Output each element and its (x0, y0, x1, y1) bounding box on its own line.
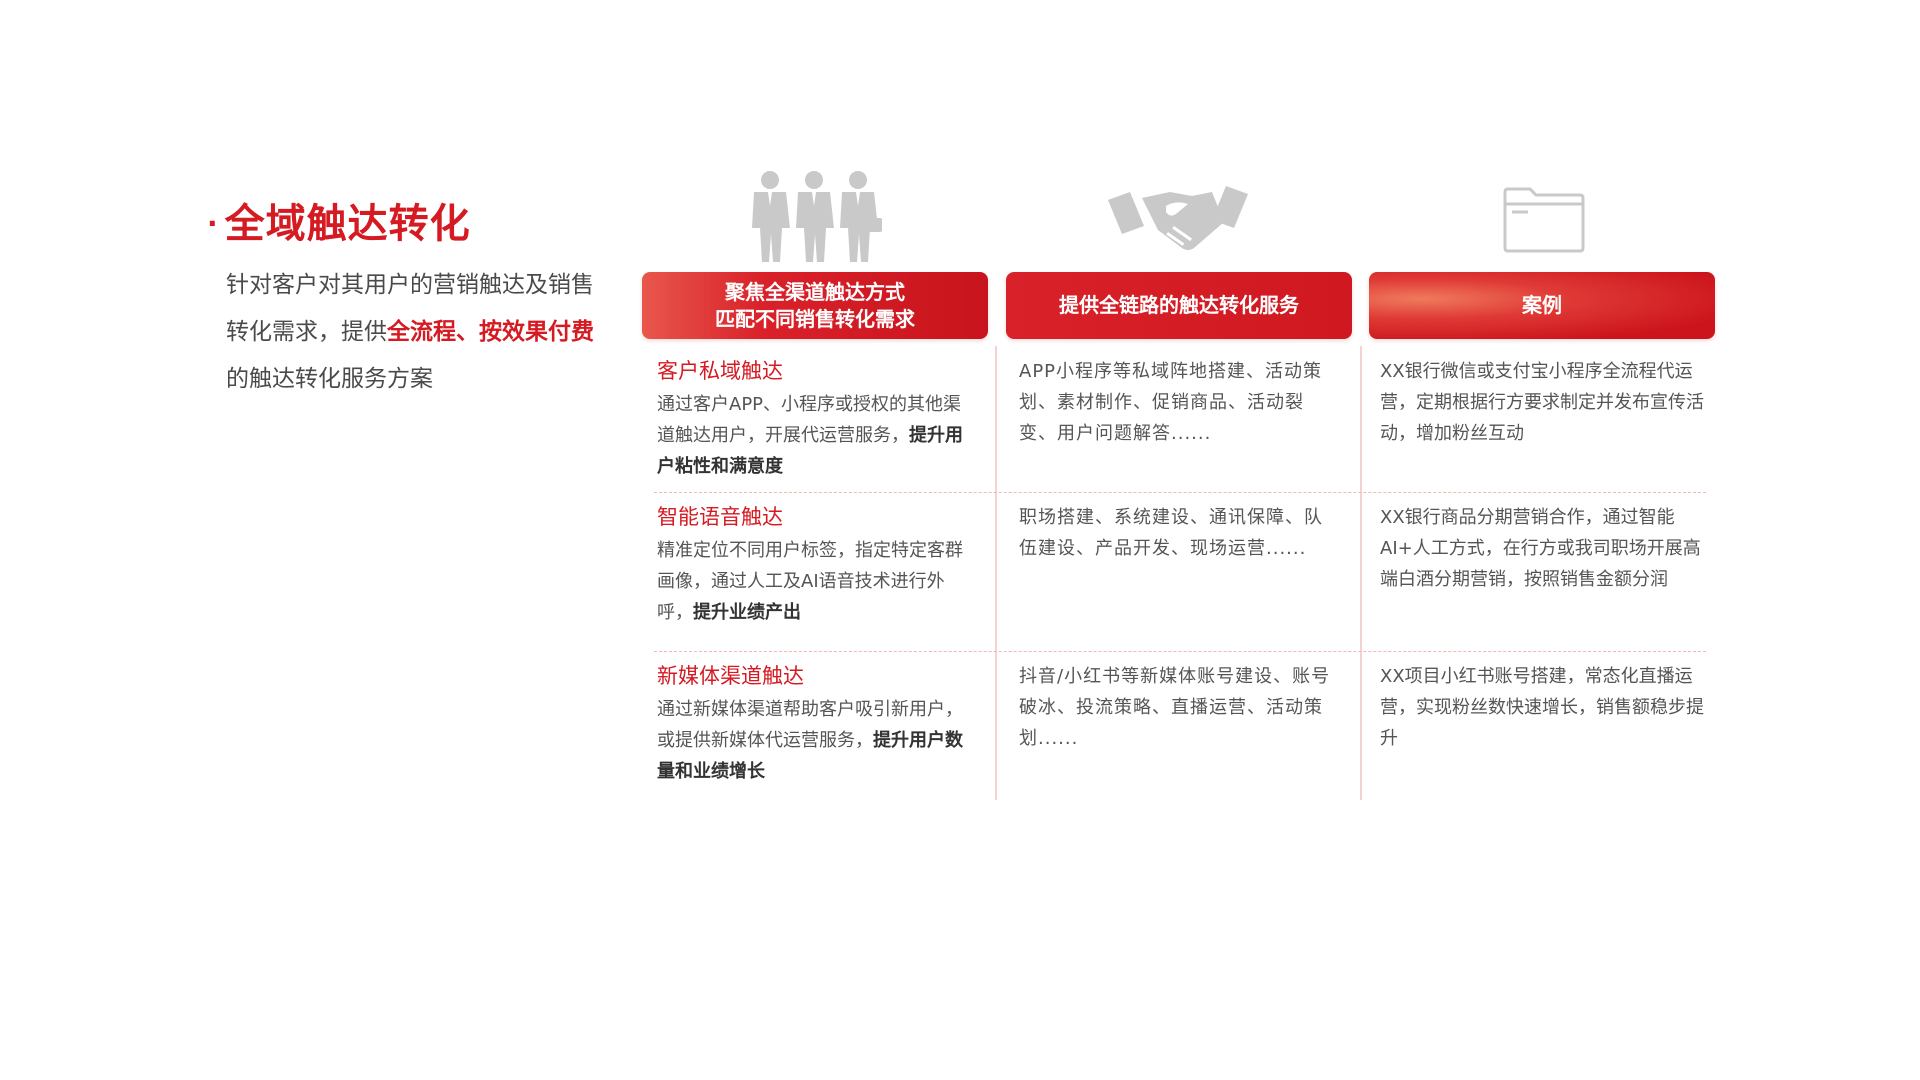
channel-desc-bold: 提升用户粘性和满意度 (657, 425, 963, 477)
channel-title: 客户私域触达 (657, 359, 783, 383)
channel-cell-voice: 智能语音触达 精准定位不同用户标签，指定特定客群画像，通过人工及AI语音技术进行… (657, 502, 975, 628)
column-divider (995, 346, 997, 800)
section-title: ·全域触达转化 (207, 198, 471, 254)
handshake-icon (1108, 186, 1248, 250)
row-divider (654, 651, 1706, 652)
channel-desc-bold: 提升业绩产出 (693, 602, 801, 623)
channel-desc: 通过客户APP、小程序或授权的其他渠道触达用户，开展代运营服务， (657, 394, 962, 446)
channel-cell-private: 客户私域触达 通过客户APP、小程序或授权的其他渠道触达用户，开展代运营服务，提… (657, 356, 975, 482)
title-bullet: · (207, 207, 219, 240)
channel-cell-new-media: 新媒体渠道触达 通过新媒体渠道帮助客户吸引新用户，或提供新媒体代运营服务，提升用… (657, 661, 975, 787)
channel-desc: 通过新媒体渠道帮助客户吸引新用户，或提供新媒体代运营服务， (657, 699, 963, 751)
service-cell: 职场搭建、系统建设、通讯保障、队伍建设、产品开发、现场运营...... (1019, 507, 1323, 559)
description-text-2: 的触达转化服务方案 (226, 366, 433, 392)
header-channels-line1: 聚焦全渠道触达方式 (725, 279, 905, 304)
service-cell: APP小程序等私域阵地搭建、活动策划、素材制作、促销商品、活动裂变、用户问题解答… (1019, 361, 1323, 444)
service-cell: 抖音/小红书等新媒体账号建设、账号破冰、投流策略、直播运营、活动策划...... (1019, 666, 1331, 749)
section-title-text: 全域触达转化 (224, 201, 471, 247)
case-cell: XX银行商品分期营销合作，通过智能AI+人工方式，在行方或我司职场开展高端白酒分… (1380, 507, 1701, 590)
case-cell: XX银行微信或支付宝小程序全流程代运营，定期根据行方要求制定并发布宣传活动，增加… (1380, 361, 1704, 444)
case-cell: XX项目小红书账号搭建，常态化直播运营，实现粉丝数快速增长，销售额稳步提升 (1380, 666, 1704, 749)
header-channels-line2: 匹配不同销售转化需求 (715, 306, 915, 331)
channel-title: 新媒体渠道触达 (657, 664, 804, 688)
description-highlight: 全流程、按效果付费 (387, 319, 594, 345)
header-cases: 案例 (1369, 272, 1715, 339)
column-divider (1360, 346, 1362, 800)
folder-icon (1503, 187, 1585, 253)
header-channels: 聚焦全渠道触达方式 匹配不同销售转化需求 (642, 272, 988, 339)
row-divider (654, 492, 1706, 493)
description-text-1: 针对客户对其用户的营销触达及销售转化需求，提供 (226, 272, 594, 345)
header-services: 提供全链路的触达转化服务 (1006, 272, 1352, 339)
channel-desc-bold: 提升用户数量和业绩增长 (657, 730, 963, 782)
business-people-icon (752, 171, 882, 262)
section-description: 针对客户对其用户的营销触达及销售转化需求，提供全流程、按效果付费的触达转化服务方… (226, 262, 598, 403)
channel-desc: 精准定位不同用户标签，指定特定客群画像，通过人工及AI语音技术进行外呼， (657, 540, 963, 623)
channel-title: 智能语音触达 (657, 505, 783, 529)
